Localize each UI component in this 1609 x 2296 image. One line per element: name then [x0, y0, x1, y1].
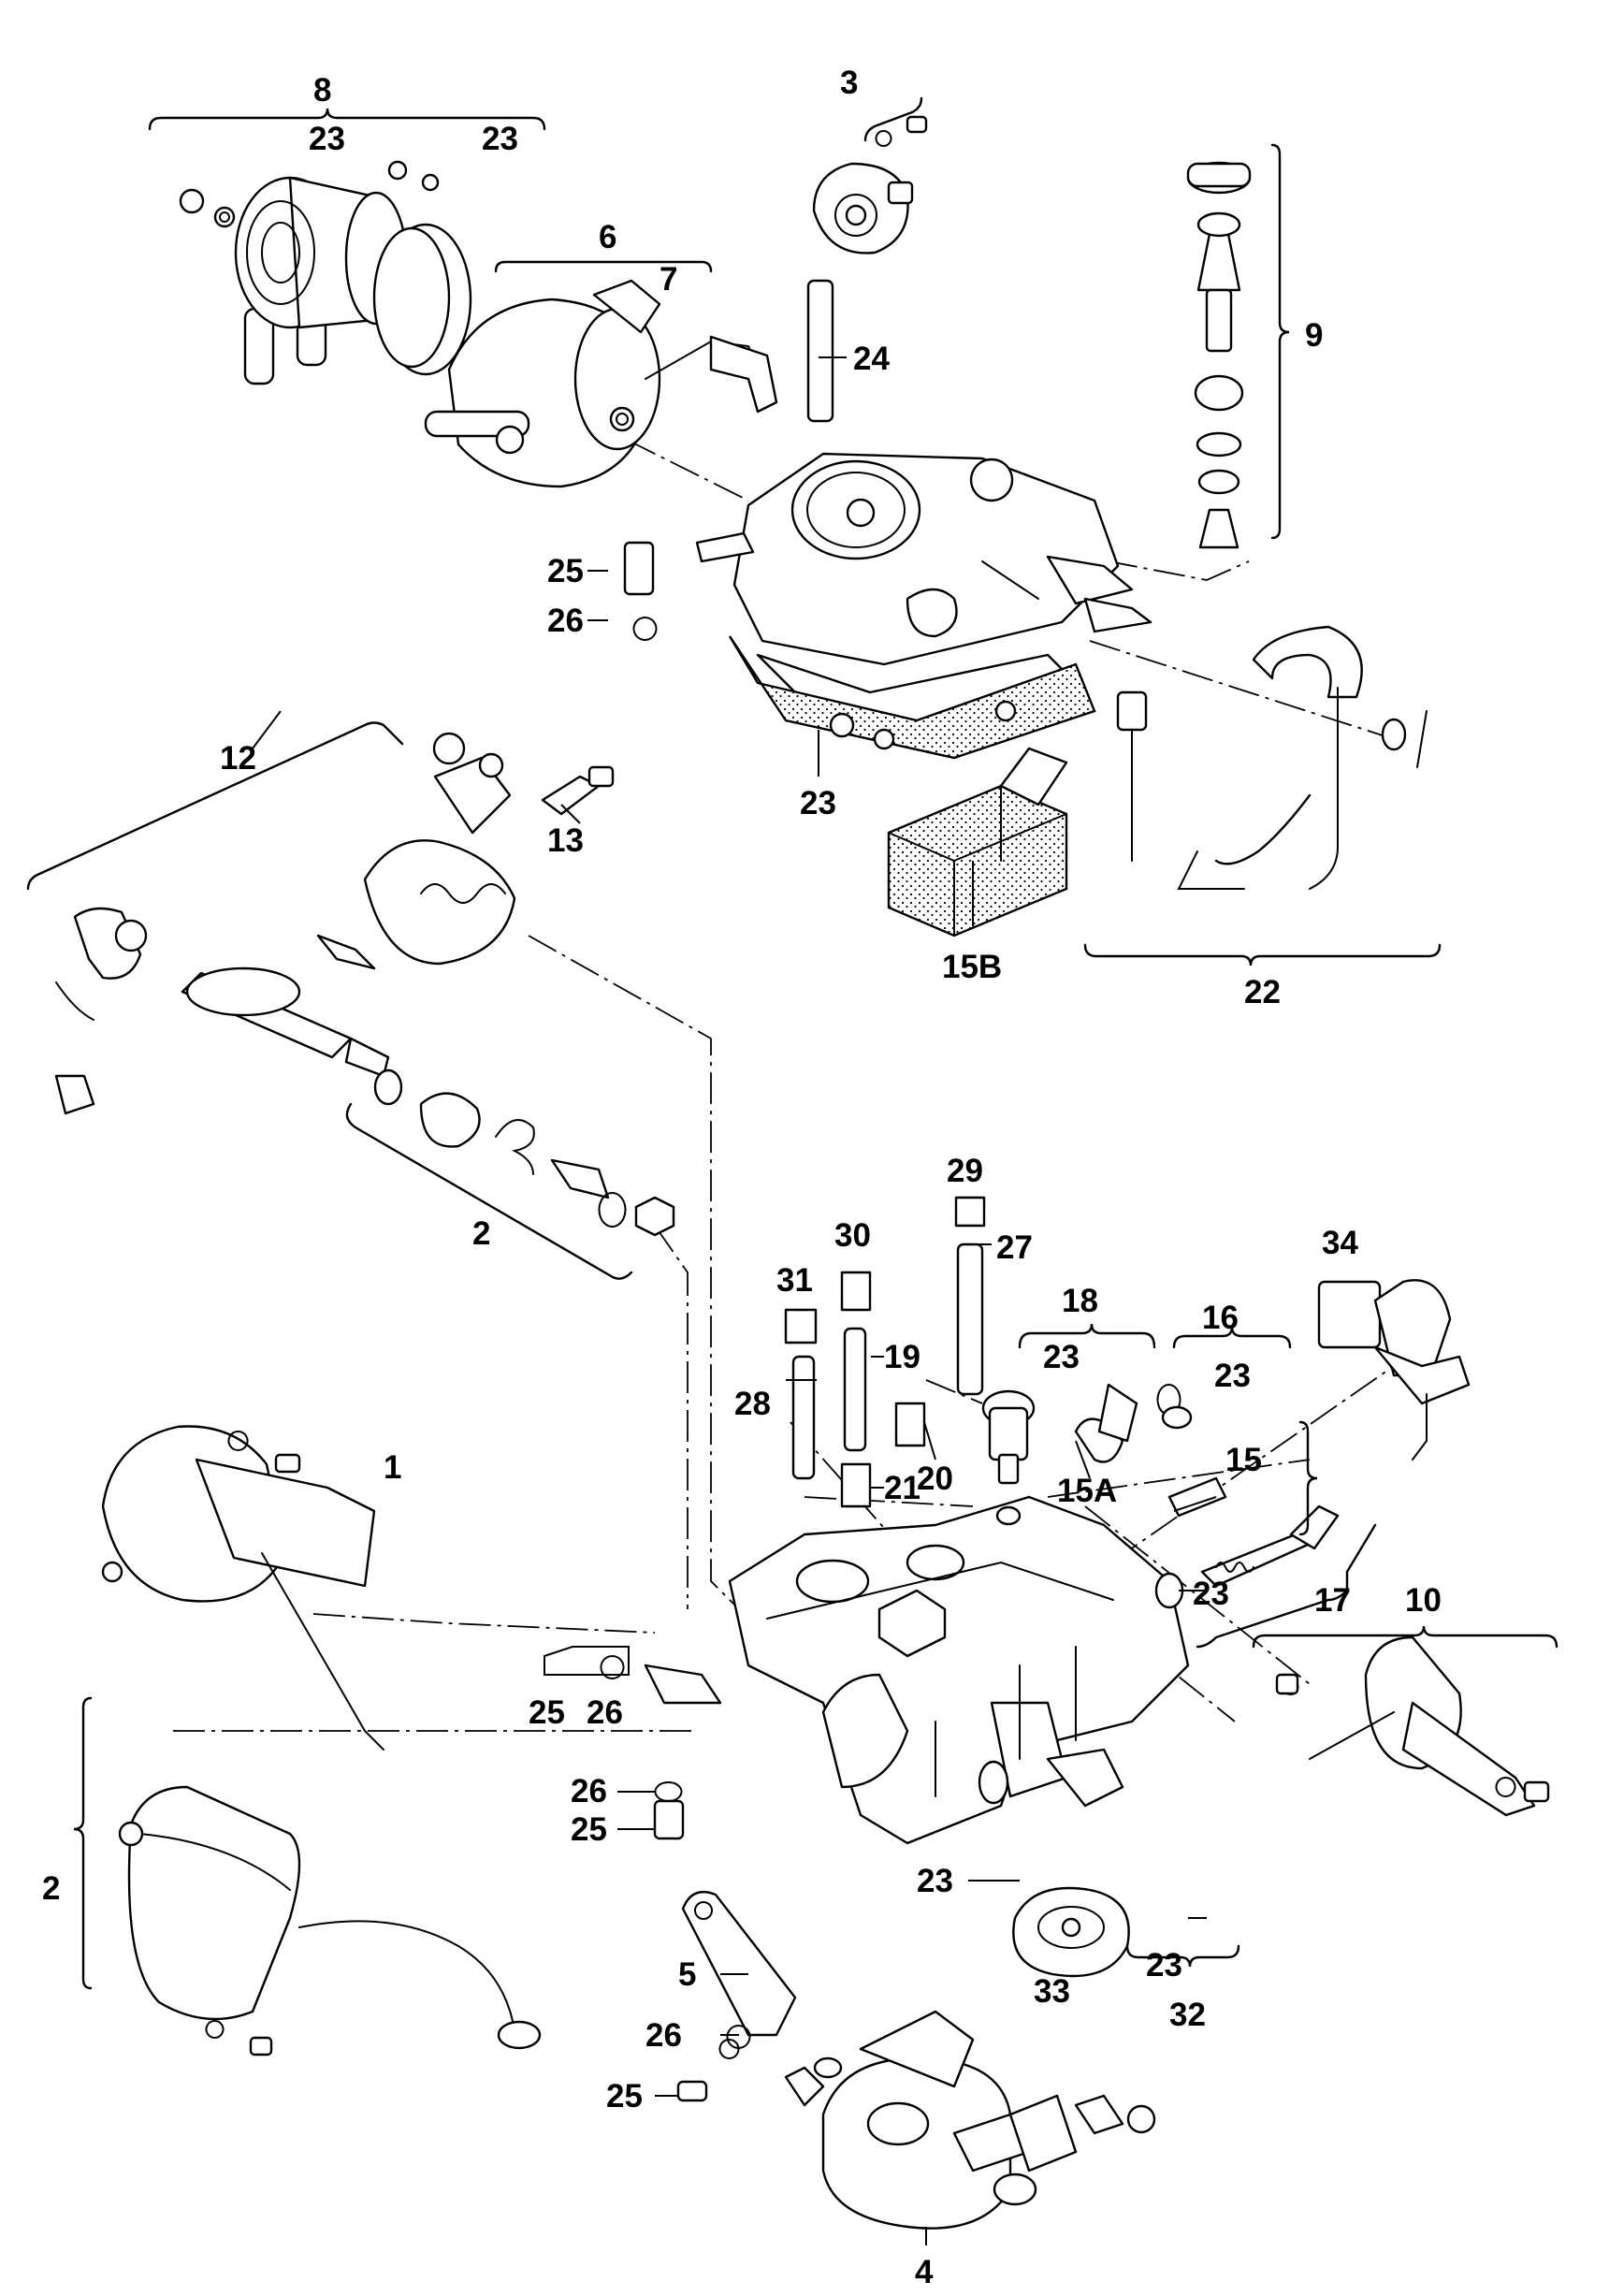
callout-26: 26 [587, 1694, 623, 1731]
callout-2: 2 [472, 1215, 490, 1252]
vacuum-unit-1 [101, 1425, 384, 1751]
callout-23: 23 [1193, 1576, 1229, 1612]
callout-1: 1 [384, 1449, 401, 1486]
vacuum-unit-2 [118, 1785, 542, 2056]
needle-valve-set-9 [1186, 161, 1252, 549]
callout-26: 26 [571, 1773, 607, 1809]
callout-27: 27 [996, 1229, 1033, 1266]
callout-23: 23 [1146, 1947, 1182, 1984]
screws-and-washers [544, 279, 834, 2049]
callout-15a: 15A [1057, 1473, 1117, 1509]
callout-29: 29 [947, 1153, 983, 1189]
callout-23: 23 [1214, 1358, 1251, 1394]
callout-26: 26 [645, 2017, 682, 2054]
top-gasket [728, 635, 1096, 760]
callout-6: 6 [599, 219, 616, 255]
callout-5: 5 [678, 1956, 696, 1993]
jets-and-tubes [784, 1196, 986, 1508]
callout-17: 17 [1314, 1582, 1351, 1619]
callout-34: 34 [1322, 1225, 1358, 1261]
callout-25: 25 [571, 1811, 607, 1848]
callout-23: 23 [1043, 1339, 1080, 1375]
callout-23: 23 [800, 785, 836, 821]
callout-25: 25 [547, 553, 584, 589]
pulldown-unit-3 [812, 115, 928, 254]
jet-holder-18 [981, 1383, 1193, 1526]
callout-25: 25 [606, 2078, 643, 2114]
accelerator-pump-33 [1012, 1886, 1130, 1978]
callout-20: 20 [917, 1460, 953, 1497]
callout-9: 9 [1305, 317, 1323, 354]
float-15b [887, 747, 1068, 937]
callout-31: 31 [776, 1262, 813, 1299]
callout-13: 13 [547, 822, 584, 859]
choke-linkage-22 [1116, 625, 1428, 890]
callout-18: 18 [1062, 1283, 1098, 1319]
callout-23: 23 [917, 1863, 953, 1899]
mixture-screw-17 [1154, 1504, 1340, 1609]
callout-21: 21 [884, 1470, 920, 1506]
callout-3: 3 [840, 65, 858, 101]
callout-labels: 8 23 23 3 6 7 9 24 25 26 23 12 13 15B 22… [42, 65, 1442, 2290]
callout-15: 15 [1225, 1442, 1262, 1478]
housing-4 [784, 2010, 1156, 2230]
callout-28: 28 [734, 1386, 771, 1422]
callout-24: 24 [853, 341, 890, 377]
lever-5 [676, 1890, 797, 2102]
callout-32: 32 [1169, 1997, 1206, 2033]
screw-13 [541, 765, 615, 816]
callout-8: 8 [313, 72, 331, 109]
callout-2: 2 [42, 1870, 60, 1907]
choke-body [424, 279, 778, 488]
callout-4: 4 [915, 2254, 934, 2290]
carburettor-main-body [644, 1495, 1190, 1845]
callout-15b: 15B [942, 949, 1002, 985]
vacuum-unit-10 [1275, 1635, 1550, 1817]
callout-22: 22 [1244, 974, 1281, 1010]
assembly-brackets [26, 96, 1558, 1990]
callout-7: 7 [660, 261, 677, 298]
callout-16: 16 [1202, 1300, 1239, 1336]
callout-12: 12 [220, 740, 256, 777]
callout-23: 23 [309, 121, 345, 157]
callout-25: 25 [529, 1694, 565, 1731]
callout-23: 23 [482, 121, 518, 157]
callout-26: 26 [547, 603, 584, 639]
choke-cover-assembly [179, 160, 472, 385]
leader-lines [252, 356, 1217, 2245]
throttle-shaft-assembly-12 [54, 732, 675, 1237]
cut-off-valve-34 [1317, 1279, 1471, 1460]
callout-10: 10 [1405, 1582, 1442, 1619]
callout-19: 19 [884, 1339, 920, 1375]
callout-33: 33 [1034, 1973, 1070, 2010]
callout-30: 30 [834, 1217, 871, 1254]
